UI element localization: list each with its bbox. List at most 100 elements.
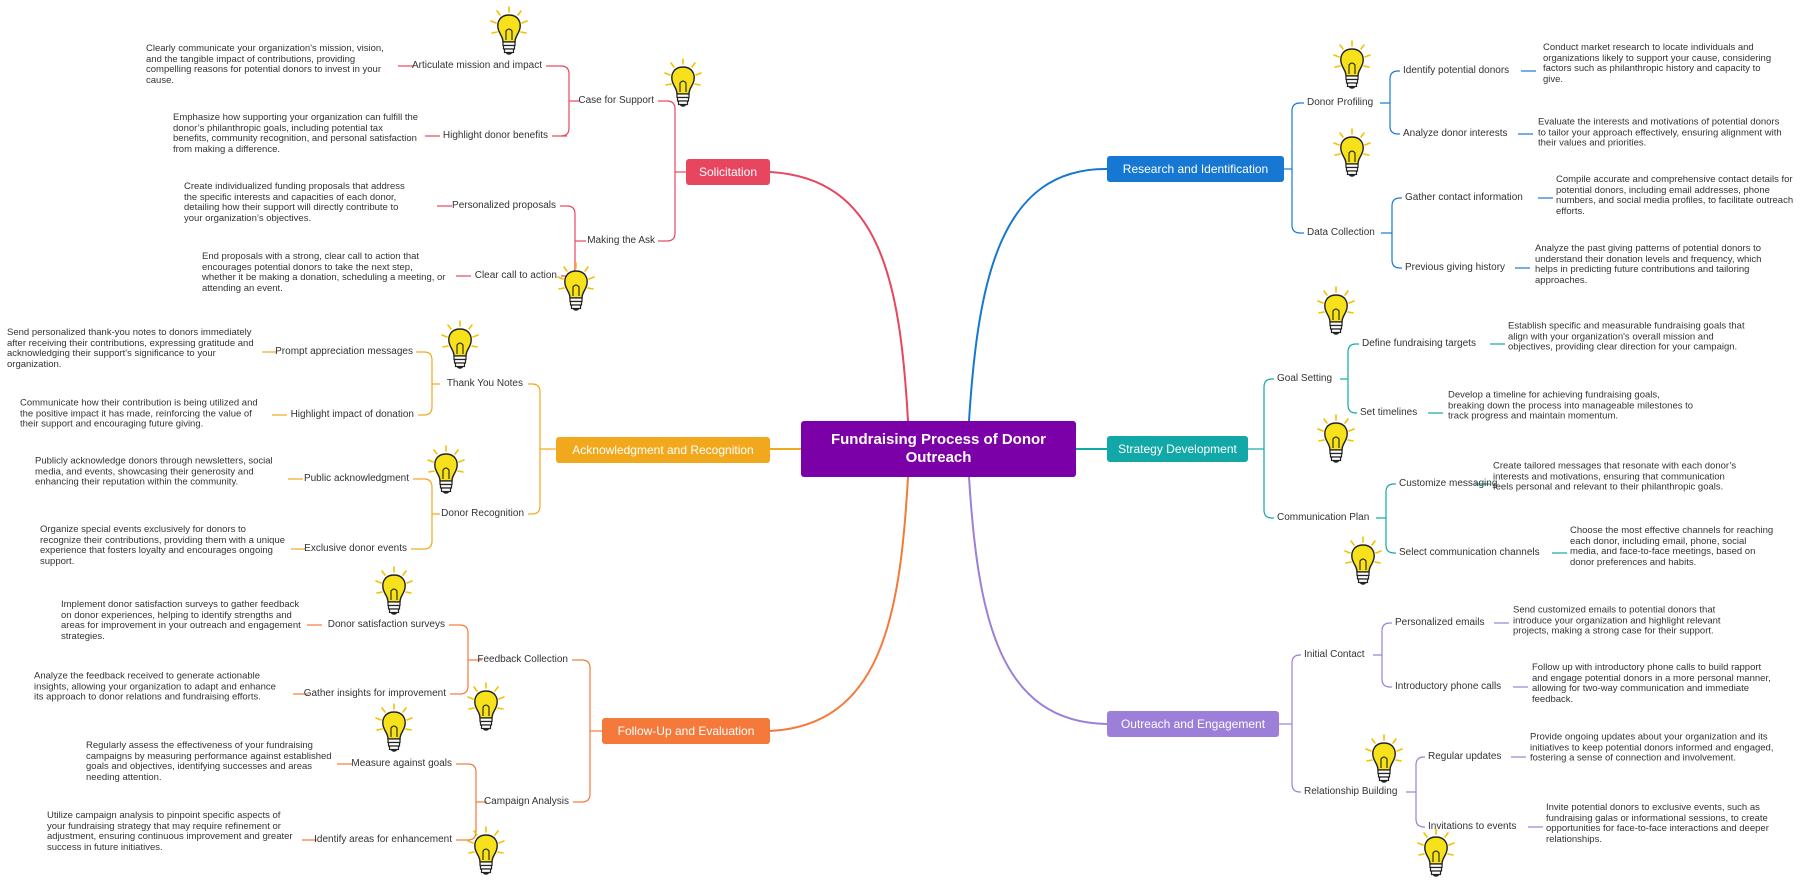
lightbulb-icon: [426, 445, 466, 497]
topic-initial-contact[interactable]: Initial Contact: [1304, 649, 1365, 660]
desc-select-communication-channels: Choose the most effective channels for r…: [1570, 525, 1774, 568]
desc-exclusive-donor-events: Organize special events exclusively for …: [40, 524, 286, 567]
connector: [1347, 343, 1357, 414]
connector: [1263, 378, 1273, 519]
leaf-gather-contact-information[interactable]: Gather contact information: [1405, 192, 1523, 203]
desc-regular-updates: Provide ongoing updates about your organ…: [1530, 731, 1774, 764]
topic-donor-recognition[interactable]: Donor Recognition: [441, 508, 524, 519]
desc-introductory-phone-calls: Follow up with introductory phone calls …: [1532, 662, 1771, 705]
desc-define-fundraising-targets: Establish specific and measurable fundra…: [1508, 320, 1745, 353]
branch-outreach-engagement[interactable]: Outreach and Engagement: [1107, 711, 1279, 737]
lightbulb-icon: [1416, 828, 1456, 880]
desc-set-timelines: Develop a timeline for achieving fundrai…: [1448, 389, 1694, 422]
connector: [581, 659, 591, 803]
desc-gather-insights: Analyze the feedback received to generat…: [34, 670, 276, 703]
connector: [423, 351, 433, 416]
leaf-previous-giving-history[interactable]: Previous giving history: [1405, 262, 1506, 273]
leaf-articulate-mission[interactable]: Articulate mission and impact: [411, 60, 542, 71]
topic-thank-you-notes[interactable]: Thank You Notes: [446, 378, 523, 389]
connector: [560, 65, 570, 137]
branch-solicitation[interactable]: Solicitation: [686, 159, 770, 185]
connector: [769, 171, 909, 422]
lightbulb-icon: [374, 703, 414, 755]
lightbulb-icon: [1316, 414, 1356, 466]
leaf-personalized-proposals[interactable]: Personalized proposals: [452, 200, 556, 211]
leaf-customize-messaging[interactable]: Customize messaging: [1399, 478, 1498, 489]
leaf-donor-satisfaction-surveys[interactable]: Donor satisfaction surveys: [327, 619, 445, 630]
central-topic[interactable]: Fundraising Process of Donor Outreach: [801, 421, 1076, 477]
desc-identify-potential-donors: Conduct market research to locate indivi…: [1543, 42, 1772, 85]
desc-clear-call-to-action: End proposals with a strong, clear call …: [202, 251, 446, 294]
lightbulb-icon: [466, 682, 506, 734]
leaf-highlight-donor-benefits[interactable]: Highlight donor benefits: [442, 130, 548, 141]
leaf-define-fundraising-targets[interactable]: Define fundraising targets: [1362, 338, 1476, 349]
leaf-analyze-donor-interests[interactable]: Analyze donor interests: [1403, 128, 1508, 139]
topic-making-the-ask[interactable]: Making the Ask: [587, 235, 655, 246]
leaf-introductory-phone-calls[interactable]: Introductory phone calls: [1395, 681, 1502, 692]
leaf-measure-against-goals[interactable]: Measure against goals: [351, 758, 452, 769]
connector: [531, 383, 541, 515]
desc-articulate-mission: Clearly communicate your organization's …: [146, 43, 384, 86]
leaf-highlight-impact[interactable]: Highlight impact of donation: [290, 409, 414, 420]
leaf-regular-updates[interactable]: Regular updates: [1428, 751, 1502, 762]
branch-acknowledgment-recognition[interactable]: Acknowledgment and Recognition: [556, 437, 770, 463]
leaf-identify-potential-donors[interactable]: Identify potential donors: [1403, 65, 1510, 76]
desc-highlight-impact: Communicate how their contribution is be…: [20, 397, 258, 430]
desc-personalized-proposals: Create individualized funding proposals …: [184, 181, 405, 224]
topic-donor-profiling[interactable]: Donor Profiling: [1307, 97, 1374, 108]
connector: [666, 100, 676, 242]
leaf-invitations-to-events[interactable]: Invitations to events: [1428, 821, 1517, 832]
branch-follow-up-evaluation[interactable]: Follow-Up and Evaluation: [602, 718, 770, 744]
topic-case-for-support[interactable]: Case for Support: [578, 95, 654, 106]
desc-identify-areas-enhancement: Utilize campaign analysis to pinpoint sp…: [47, 810, 293, 853]
connector: [968, 476, 1108, 725]
leaf-select-communication-channels[interactable]: Select communication channels: [1399, 547, 1540, 558]
lightbulb-icon: [1343, 536, 1383, 588]
connector: [1291, 102, 1301, 234]
connector: [1381, 622, 1391, 688]
lightbulb-icon: [374, 566, 414, 618]
desc-analyze-donor-interests: Evaluate the interests and motivations o…: [1538, 116, 1782, 149]
topic-relationship-building[interactable]: Relationship Building: [1304, 786, 1398, 797]
lightbulb-icon: [663, 58, 703, 110]
lightbulb-icon: [1332, 128, 1372, 180]
lightbulb-icon: [1316, 286, 1356, 338]
connector: [1391, 197, 1401, 269]
desc-public-acknowledgment: Publicly acknowledge donors through news…: [35, 455, 273, 488]
topic-goal-setting[interactable]: Goal Setting: [1277, 373, 1333, 384]
topic-feedback-collection[interactable]: Feedback Collection: [477, 654, 568, 665]
lightbulb-icon: [1332, 40, 1372, 92]
leaf-clear-call-to-action[interactable]: Clear call to action: [474, 270, 557, 281]
desc-measure-against-goals: Regularly assess the effectiveness of yo…: [86, 740, 332, 783]
connector: [1385, 483, 1395, 554]
desc-invitations-to-events: Invite potential donors to exclusive eve…: [1546, 802, 1769, 845]
connector: [1291, 654, 1301, 793]
desc-customize-messaging: Create tailored messages that resonate w…: [1493, 460, 1737, 493]
leaf-gather-insights[interactable]: Gather insights for improvement: [303, 688, 446, 699]
leaf-identify-areas-enhancement[interactable]: Identify areas for enhancement: [314, 834, 452, 845]
connector: [769, 476, 909, 732]
lightbulb-icon: [1364, 734, 1404, 786]
leaf-personalized-emails[interactable]: Personalized emails: [1395, 617, 1485, 628]
leaf-public-acknowledgment[interactable]: Public acknowledgment: [303, 473, 409, 484]
branch-strategy-development[interactable]: Strategy Development: [1107, 436, 1248, 462]
branch-research-identification[interactable]: Research and Identification: [1107, 156, 1284, 182]
topic-communication-plan[interactable]: Communication Plan: [1277, 512, 1370, 523]
leaf-prompt-appreciation[interactable]: Prompt appreciation messages: [275, 346, 413, 357]
desc-donor-satisfaction-surveys: Implement donor satisfaction surveys to …: [61, 599, 301, 642]
desc-highlight-donor-benefits: Emphasize how supporting your organizati…: [173, 112, 419, 155]
lightbulb-icon: [556, 262, 596, 314]
lightbulb-icon: [440, 320, 480, 372]
topic-campaign-analysis[interactable]: Campaign Analysis: [483, 796, 569, 807]
desc-personalized-emails: Send customized emails to potential dono…: [1513, 604, 1721, 637]
desc-gather-contact-information: Compile accurate and comprehensive conta…: [1556, 174, 1794, 217]
leaf-set-timelines[interactable]: Set timelines: [1360, 407, 1418, 418]
leaf-exclusive-donor-events[interactable]: Exclusive donor events: [304, 543, 407, 554]
desc-prompt-appreciation: Send personalized thank-you notes to don…: [7, 327, 254, 370]
connector: [1415, 756, 1425, 828]
topic-data-collection[interactable]: Data Collection: [1307, 227, 1375, 238]
lightbulb-icon: [489, 6, 529, 58]
lightbulb-icon: [466, 826, 506, 878]
